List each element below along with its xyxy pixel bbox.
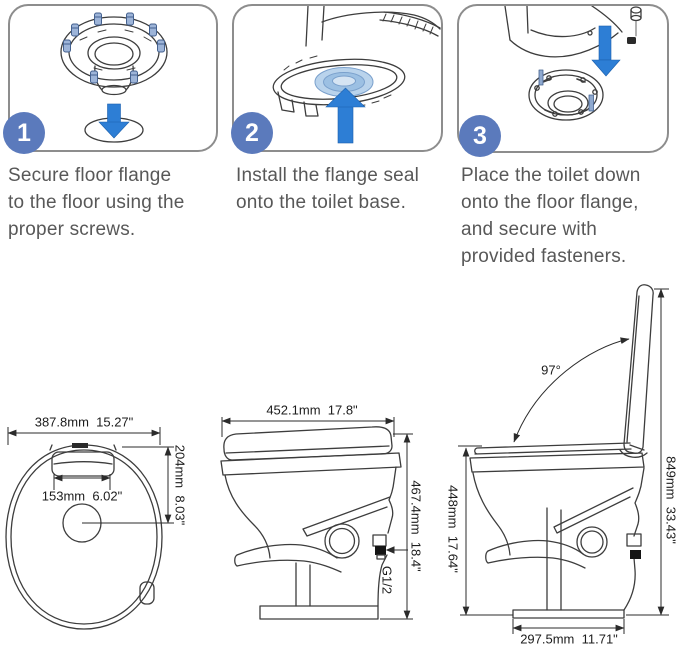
floor-flange-illustration (60, 12, 168, 143)
height-lid-open-label: 849mm 33.43" (663, 456, 679, 544)
step2-caption: Install the flange seal onto the toilet … (236, 165, 420, 213)
bolt-spacing-label: 153mm 6.02" (41, 488, 123, 504)
arrow-up-icon (325, 87, 366, 144)
dimension-lines (7, 427, 174, 524)
base-depth-label: 297.5mm 11.71" (520, 631, 618, 647)
lid-open-angle-label: 97° (541, 362, 561, 378)
floor-flange-drawing (528, 69, 604, 121)
step2-number: 2 (245, 118, 259, 147)
toilet-side-outline (220, 426, 402, 620)
front-view-svg (220, 417, 413, 620)
dimension-lines (221, 417, 413, 620)
front-view-width-label: 452.1mm 17.8" (266, 402, 358, 418)
toilet-lid-open-outline (469, 284, 654, 619)
top-view-width-label: 387.8mm 15.27" (34, 414, 134, 430)
side-view-svg (458, 284, 669, 634)
front-view-drawing: 452.1mm 17.8" 467.4mm 18.4" G1/2 (196, 393, 426, 645)
arrow-down-icon (591, 25, 621, 77)
dimension-lines (458, 288, 669, 634)
seat-height-label: 448mm 17.64" (445, 485, 461, 573)
side-view-drawing: 97° 448mm 17.64" 849mm 33.43" 297.5mm 11… (424, 282, 679, 647)
step1-caption: Secure floor flange to the floor using t… (8, 165, 185, 240)
top-view-drawing: 387.8mm 15.27" 153mm 6.02" 204mm 8.03" (4, 398, 196, 644)
arrow-down-icon (98, 103, 130, 139)
water-inlet-label: G1/2 (379, 565, 395, 595)
step3-caption: Place the toilet down onto the floor fla… (461, 165, 641, 267)
toilet-base-seal-illustration (272, 6, 441, 144)
fastener-drawing (627, 6, 642, 44)
depth-to-bolt-center-label: 204mm 8.03" (172, 444, 188, 526)
toilet-top-outline (5, 443, 163, 630)
step1-number: 1 (17, 118, 31, 147)
front-view-height-label: 467.4mm 18.4" (408, 480, 424, 572)
top-view-svg (5, 427, 174, 630)
flange-screws (63, 12, 165, 84)
toilet-onto-flange-illustration (504, 6, 642, 121)
step3-number-badge: 3 (459, 115, 501, 157)
toilet-bottom-drawing (504, 6, 623, 58)
step1-number-badge: 1 (3, 112, 45, 154)
step3-number: 3 (473, 121, 487, 150)
step2-number-badge: 2 (231, 112, 273, 154)
